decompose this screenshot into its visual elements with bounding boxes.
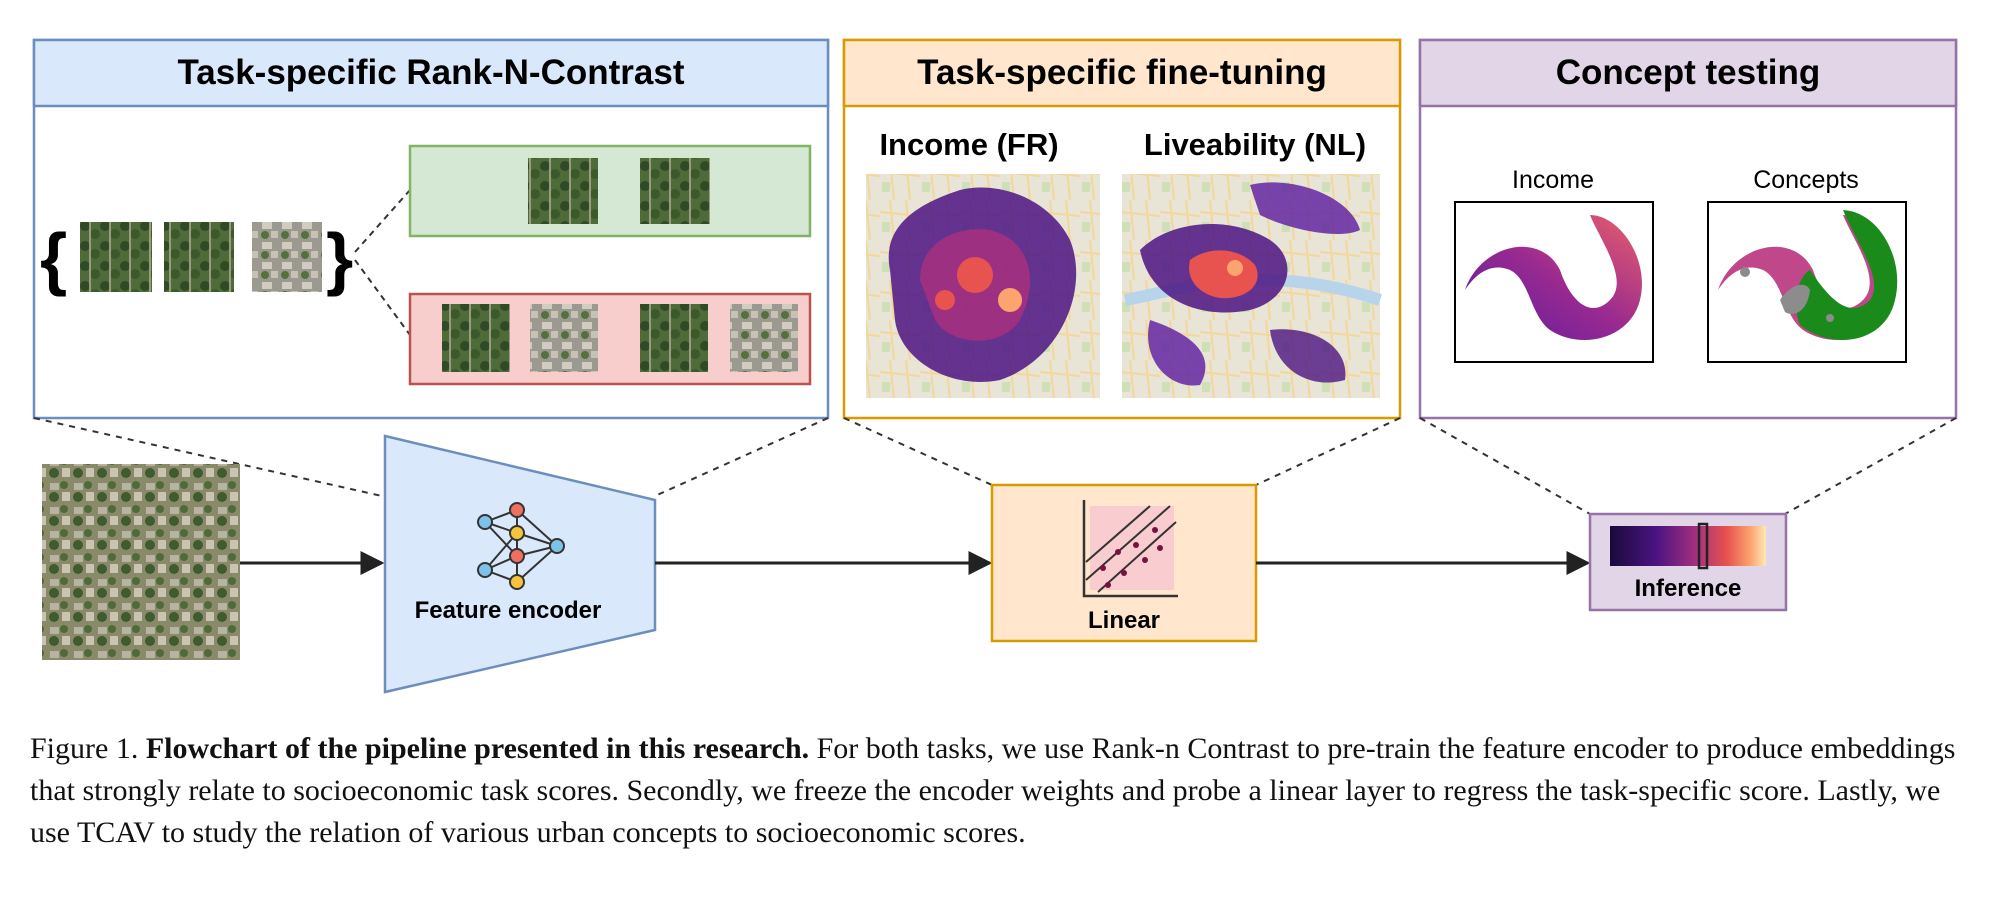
inference-box: Inference (1588, 512, 1788, 612)
negative-image-4 (730, 304, 798, 372)
negative-image-3 (640, 304, 708, 372)
zoom-guides (33, 417, 1957, 515)
anchor-image-3 (252, 222, 322, 292)
negative-image-2 (530, 304, 598, 372)
input-aerial-image (42, 464, 240, 660)
caption-body: For both tasks, we use Rank-n Contrast t… (30, 732, 1956, 849)
concept-title: Concept testing (1556, 53, 1820, 92)
caption-prefix: Figure 1. (30, 732, 139, 765)
inference-colorbar (1610, 526, 1766, 566)
positive-image-1 (528, 158, 598, 224)
neural-network-icon (477, 502, 565, 590)
map-label-liveability: Liveability (NL) (1144, 127, 1366, 162)
plot-label-concepts: Concepts (1753, 166, 1859, 194)
feature-encoder: Feature encoder (383, 434, 657, 694)
encoder-label: Feature encoder (415, 597, 602, 624)
positive-image-2 (640, 158, 710, 224)
pipeline-diagram: Task-specific Rank-N-Contrast { } Task-s… (32, 38, 1958, 694)
anchor-image-2 (164, 222, 234, 292)
positive-pairs-box (408, 144, 812, 238)
map-label-income: Income (FR) (879, 127, 1058, 162)
rnc-title-bar (32, 38, 830, 108)
finetune-panel: Task-specific fine-tuning Income (FR) Li… (842, 38, 1402, 420)
inference-marker (1697, 522, 1709, 570)
figure-caption: Figure 1. Flowchart of the pipeline pres… (30, 728, 1980, 854)
anchor-image-1 (80, 222, 152, 292)
set-open-brace: { (40, 219, 67, 297)
linear-layer: Linear (990, 483, 1258, 643)
income-map (866, 174, 1100, 398)
inference-label: Inference (1635, 575, 1742, 602)
linear-regression-icon (1082, 500, 1178, 598)
negative-image-1 (442, 304, 510, 372)
liveability-map (1122, 174, 1382, 398)
rnc-panel: Task-specific Rank-N-Contrast { } (32, 38, 830, 420)
caption-bold: Flowchart of the pipeline presented in t… (145, 732, 810, 765)
concepts-embedding-plot (1707, 201, 1907, 363)
finetune-title-bar (842, 38, 1402, 108)
income-embedding-plot (1454, 201, 1654, 363)
concept-panel: Concept testing Income Concepts (1418, 38, 1958, 420)
linear-label: Linear (1088, 607, 1160, 634)
finetune-title: Task-specific fine-tuning (917, 53, 1327, 92)
rnc-title: Task-specific Rank-N-Contrast (178, 53, 685, 92)
set-close-brace: } (326, 219, 353, 297)
plot-label-income: Income (1512, 166, 1594, 194)
concept-title-bar (1418, 38, 1958, 108)
